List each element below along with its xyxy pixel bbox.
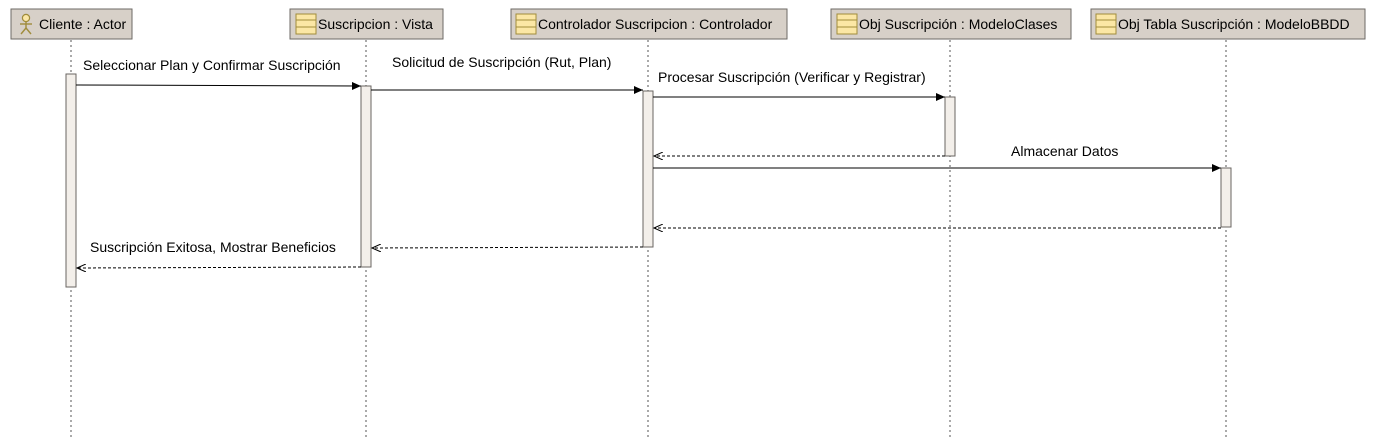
lifeline-title: Suscripcion : Vista xyxy=(318,16,433,32)
class-icon xyxy=(1095,13,1117,35)
message-procesar-suscripcion[interactable]: Procesar Suscripción (Verificar y Regist… xyxy=(653,69,945,101)
activation-bbdd xyxy=(1220,167,1232,228)
message-arrow xyxy=(75,81,362,90)
lifeline-title: Obj Tabla Suscripción : ModeloBBDD xyxy=(1118,16,1350,32)
message-seleccionar-plan[interactable]: Seleccionar Plan y Confirmar Suscripción xyxy=(75,57,362,90)
activation-modelo xyxy=(944,96,956,157)
message-label: Procesar Suscripción (Verificar y Regist… xyxy=(658,69,926,85)
message-solicitud-suscripcion[interactable]: Solicitud de Suscripción (Rut, Plan) xyxy=(371,54,643,94)
activation-vista xyxy=(360,85,372,268)
class-icon xyxy=(515,13,537,35)
activation-controlador xyxy=(642,90,654,248)
messages: Seleccionar Plan y Confirmar Suscripción… xyxy=(76,54,1221,268)
class-icon xyxy=(295,13,317,35)
lifeline-title: Obj Suscripción : ModeloClases xyxy=(859,16,1057,32)
message-almacenar-datos[interactable]: Almacenar Datos xyxy=(653,143,1221,172)
lifeline-title: Cliente : Actor xyxy=(39,16,126,32)
message-label: Suscripción Exitosa, Mostrar Beneficios xyxy=(90,239,336,255)
message-label: Almacenar Datos xyxy=(1011,143,1118,159)
class-icon xyxy=(836,13,858,35)
message-suscripcion-exitosa[interactable]: Suscripción Exitosa, Mostrar Beneficios xyxy=(77,239,362,268)
message-return-arrow xyxy=(372,247,644,248)
lifeline-header-controlador[interactable]: Controlador Suscripcion : Controlador xyxy=(510,8,788,40)
message-label: Solicitud de Suscripción (Rut, Plan) xyxy=(392,54,611,70)
activation-bars xyxy=(65,73,1232,288)
lifeline-header-vista[interactable]: Suscripcion : Vista xyxy=(289,8,444,40)
activation-cliente xyxy=(65,73,77,288)
message-return-arrow xyxy=(77,267,362,268)
lifeline-headers: Cliente : Actor Suscripcion : Vista Cont… xyxy=(10,8,1366,40)
lifeline-header-bbdd[interactable]: Obj Tabla Suscripción : ModeloBBDD xyxy=(1090,8,1366,40)
lifeline-title: Controlador Suscripcion : Controlador xyxy=(538,16,773,32)
lifeline-header-cliente[interactable]: Cliente : Actor xyxy=(10,8,133,40)
lifeline-header-modelo[interactable]: Obj Suscripción : ModeloClases xyxy=(830,8,1072,40)
actor-icon xyxy=(20,13,32,35)
message-return-controlador[interactable] xyxy=(372,247,644,248)
message-label: Seleccionar Plan y Confirmar Suscripción xyxy=(83,57,341,73)
